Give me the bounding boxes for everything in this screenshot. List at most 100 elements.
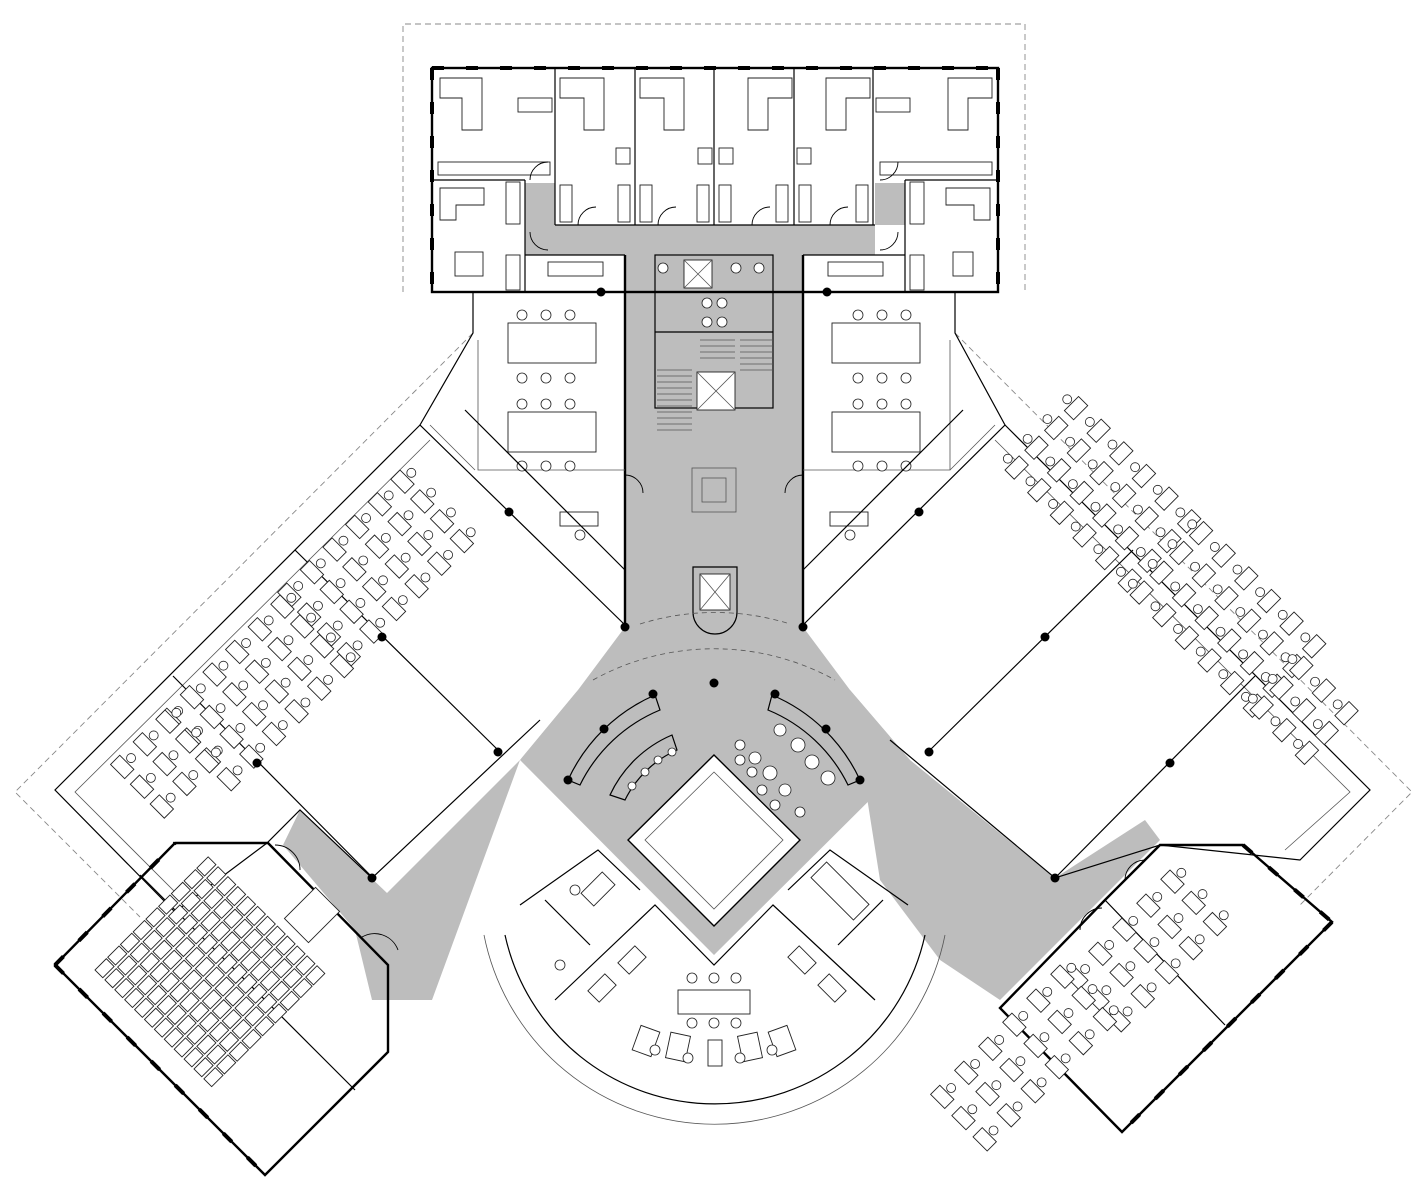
chair <box>1176 867 1187 878</box>
chair <box>1187 519 1198 530</box>
desk <box>1197 648 1222 673</box>
desk-cluster <box>1064 867 1229 1033</box>
column <box>620 622 630 632</box>
chair <box>335 578 346 589</box>
seat <box>282 967 303 989</box>
seat <box>196 1034 217 1055</box>
column <box>504 507 514 517</box>
chair <box>1167 539 1178 549</box>
chair <box>326 632 336 643</box>
seat <box>183 868 204 890</box>
seat <box>203 1066 224 1088</box>
seat <box>116 955 138 976</box>
desk <box>1069 480 1095 506</box>
desk <box>1171 583 1197 608</box>
chair <box>126 753 136 763</box>
seat <box>162 949 183 970</box>
chair <box>1293 739 1303 749</box>
seat <box>214 976 235 997</box>
desk <box>1249 695 1274 720</box>
seat <box>172 959 193 980</box>
seat-rows <box>94 856 326 1088</box>
chair <box>1170 581 1181 592</box>
desk <box>342 557 367 582</box>
chair <box>238 680 249 691</box>
desk <box>1047 1009 1072 1035</box>
chair <box>1209 542 1220 552</box>
desk <box>1111 483 1137 509</box>
desk <box>306 676 332 701</box>
seat <box>269 980 291 1002</box>
seat <box>201 989 223 1010</box>
desk <box>261 721 287 747</box>
seat <box>305 965 326 986</box>
chair <box>1147 558 1158 569</box>
chair <box>235 723 246 733</box>
chair <box>1152 484 1163 495</box>
seat <box>204 966 226 987</box>
seat <box>237 973 258 994</box>
desk <box>1334 700 1359 726</box>
chair <box>991 1080 1002 1091</box>
chair <box>1197 889 1208 899</box>
chair <box>946 1083 957 1093</box>
chair <box>1218 669 1229 680</box>
chair <box>1150 601 1161 612</box>
column <box>798 622 808 632</box>
column <box>599 724 609 734</box>
seat <box>156 994 177 1016</box>
seat <box>177 914 199 935</box>
desk <box>975 1081 1000 1107</box>
seat <box>215 876 237 897</box>
seat <box>155 917 176 938</box>
desk <box>199 704 225 730</box>
desk <box>1066 438 1092 463</box>
seat <box>180 891 201 912</box>
seat <box>223 908 244 929</box>
seat <box>218 1031 240 1052</box>
chair <box>171 707 182 718</box>
seat <box>230 941 251 962</box>
desk <box>1160 869 1185 894</box>
chair <box>293 581 304 591</box>
desk <box>1133 938 1158 964</box>
seat <box>107 945 128 966</box>
seat <box>220 931 241 952</box>
chair <box>1312 719 1323 730</box>
chair <box>1258 629 1268 640</box>
chair <box>1255 587 1266 598</box>
seat <box>186 1024 207 1045</box>
chair <box>258 700 268 711</box>
chair <box>1060 1053 1071 1064</box>
desk <box>449 528 475 554</box>
chair <box>1190 561 1200 572</box>
seat <box>143 1007 165 1028</box>
seat <box>213 898 234 920</box>
chair <box>315 558 326 569</box>
chair <box>1036 1077 1047 1088</box>
desk <box>319 579 345 605</box>
seat <box>207 943 228 965</box>
chair <box>345 652 356 663</box>
desk <box>1049 500 1075 526</box>
seat <box>191 979 213 1000</box>
desk <box>219 724 244 750</box>
desk <box>241 701 267 727</box>
chair <box>286 592 297 603</box>
chair <box>1133 504 1143 515</box>
desk <box>1129 580 1154 605</box>
desk <box>1112 917 1137 943</box>
seat <box>153 1017 175 1038</box>
chair <box>1113 524 1124 535</box>
chair <box>1300 632 1311 643</box>
seat <box>227 963 248 985</box>
desk <box>1214 585 1239 611</box>
chair <box>1194 934 1205 945</box>
desk <box>224 639 250 665</box>
chair <box>406 467 417 478</box>
chair <box>255 742 266 753</box>
desk <box>1194 605 1220 631</box>
chair <box>260 657 271 668</box>
seat <box>245 905 267 927</box>
